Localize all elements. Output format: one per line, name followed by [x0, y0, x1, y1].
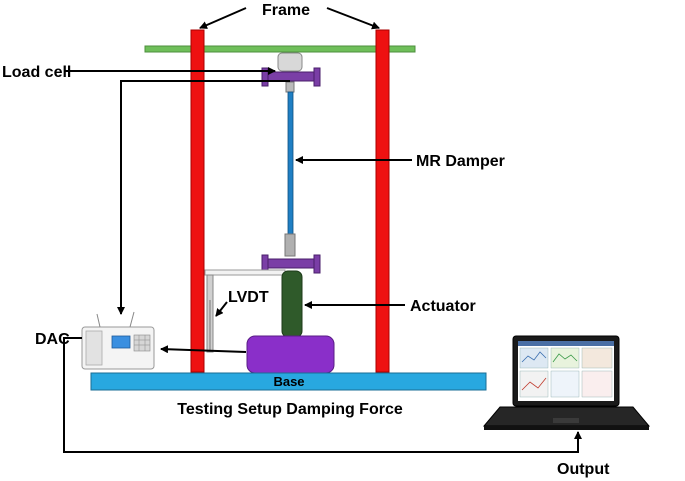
caption-label: Testing Setup Damping Force — [177, 401, 403, 418]
top-beam — [144, 45, 416, 53]
lvdt-label: LVDT — [228, 289, 269, 306]
base-platform — [90, 372, 487, 391]
dac-arrow — [160, 345, 247, 354]
dac-device — [81, 311, 155, 370]
lower-clamp — [264, 258, 318, 269]
frame-arrow-left — [199, 7, 247, 29]
lvdt-bracket — [204, 269, 286, 276]
frame-column-right — [375, 29, 390, 373]
actuator-label: Actuator — [410, 298, 476, 315]
frame-column-left — [190, 29, 205, 373]
load-cell-to-dac-line — [117, 80, 290, 315]
dac-label: DAC — [35, 331, 70, 348]
lvdt-arrow — [215, 301, 228, 317]
dac-to-output-line — [63, 337, 582, 453]
base-label: Base — [273, 374, 304, 389]
actuator — [281, 270, 303, 338]
output-label: Output — [557, 461, 610, 478]
upper-clamp — [264, 71, 318, 82]
actuator-base — [246, 335, 335, 374]
load-cell-label: Load cell — [2, 64, 71, 81]
load-cell — [277, 52, 303, 72]
frame-arrow-right — [326, 7, 380, 30]
frame-label: Frame — [262, 2, 310, 19]
mr-damper-rod — [287, 91, 294, 235]
laptop — [482, 335, 651, 430]
mr-damper-label: MR Damper — [416, 153, 505, 170]
